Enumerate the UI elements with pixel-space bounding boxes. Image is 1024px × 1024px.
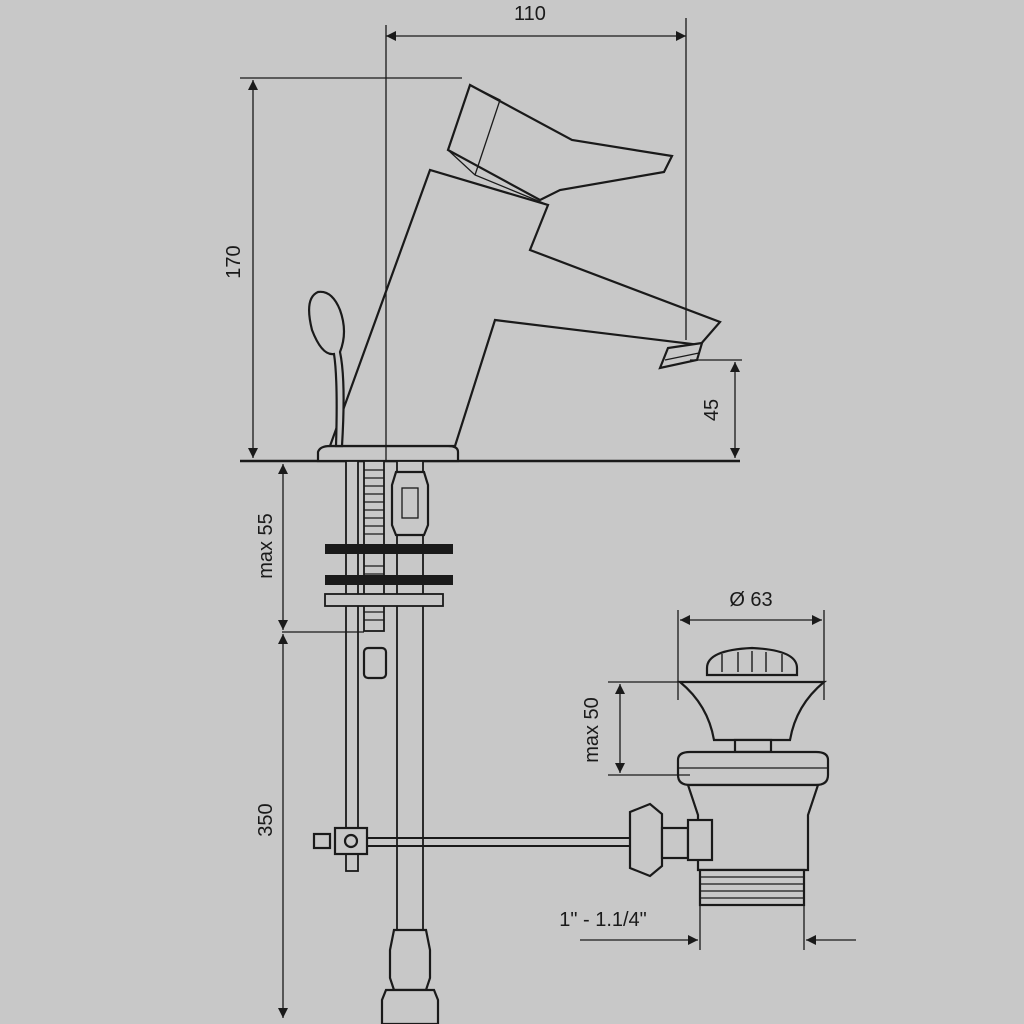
dimension-top-width: 110 (386, 3, 687, 340)
mount-thickness-label: max 55 (255, 513, 277, 579)
spout-height-label: 45 (701, 399, 723, 421)
popup-rod (307, 290, 346, 448)
top-width-label: 110 (514, 3, 546, 25)
dimension-mount-thickness: max 55 (255, 464, 364, 633)
hose-length-label: 350 (255, 803, 277, 836)
dimension-drain-thread: 1" - 1.1/4" (559, 905, 856, 950)
total-height-label: 170 (223, 245, 245, 278)
lever-handle (446, 83, 674, 202)
dimension-spout-height: 45 (690, 359, 742, 458)
drain-thread-label: 1" - 1.1/4" (559, 909, 647, 931)
aerator (658, 341, 704, 370)
faucet-column (328, 168, 722, 448)
drain-height-label: max 50 (581, 697, 603, 763)
under-counter-assembly (312, 460, 630, 1024)
dimension-hose-length: 350 (255, 634, 288, 1018)
faucet-body (240, 83, 740, 463)
drain-diameter-label: Ø 63 (729, 589, 772, 611)
dimension-drain-diameter: Ø 63 (677, 589, 825, 700)
faucet-base (316, 444, 460, 463)
dimension-drain-height: max 50 (581, 681, 720, 776)
dimension-total-height: 170 (223, 77, 462, 458)
drain-assembly (628, 646, 830, 907)
